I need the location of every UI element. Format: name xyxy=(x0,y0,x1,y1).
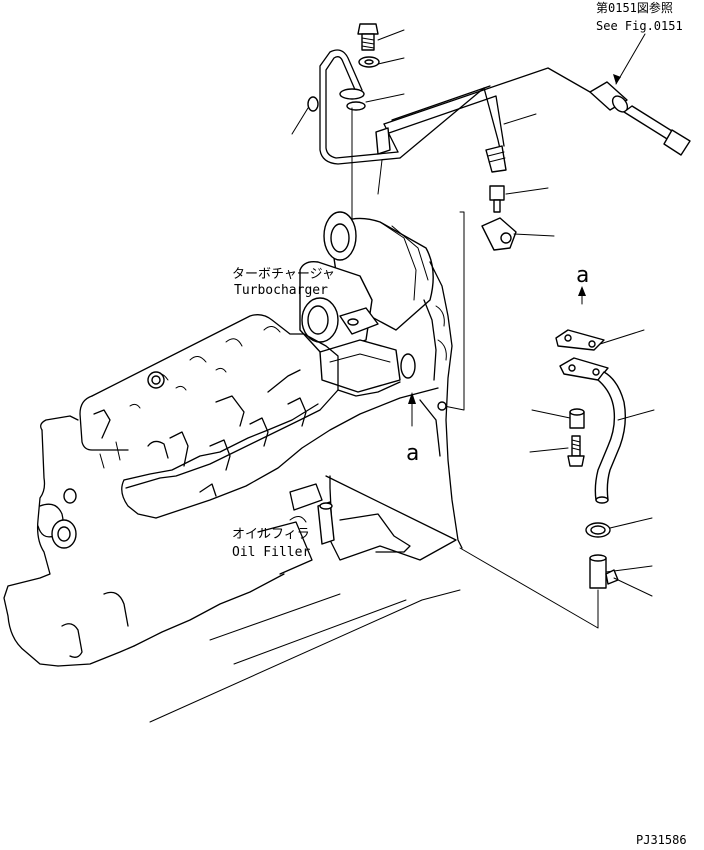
reference-en: See Fig.0151 xyxy=(596,19,683,33)
connector xyxy=(489,185,549,213)
view-a-label-engine: a xyxy=(406,441,419,466)
engine-block xyxy=(3,261,599,723)
spacer-collar xyxy=(531,408,585,429)
turbocharger-label-en: Turbocharger xyxy=(234,283,328,298)
banjo-bolt xyxy=(357,23,379,51)
banjo-fitting xyxy=(339,88,365,100)
reference-arrowhead xyxy=(613,74,621,84)
oil-filler-label-en: Oil Filler xyxy=(232,545,310,560)
view-a-arrow-detail xyxy=(578,286,586,296)
guide-line-lower xyxy=(149,589,461,723)
oil-filler-label-jp: オイルフィラ xyxy=(232,527,310,542)
washer-lower xyxy=(346,101,366,111)
adapter-block xyxy=(481,217,555,251)
oil-inlet-pipe xyxy=(319,49,591,173)
drain-tube xyxy=(589,554,653,597)
washer-side xyxy=(307,96,319,112)
reference-leader xyxy=(615,33,646,85)
drain-bolt xyxy=(529,435,585,467)
drain-flange xyxy=(559,357,609,381)
drawing-number: PJ31586 xyxy=(636,833,687,847)
drain-gasket xyxy=(555,329,645,351)
turbocharger-label-jp: ターボチャージャ xyxy=(232,267,335,282)
view-a-arrow-engine xyxy=(408,392,416,404)
hose-clamp xyxy=(585,517,653,538)
ref-sleeve-bolt xyxy=(589,81,691,156)
reference-jp: 第0151図参照 xyxy=(596,0,673,15)
turbocharger xyxy=(299,211,447,411)
drain-hose xyxy=(594,371,655,504)
view-a-label-detail: a xyxy=(576,263,589,288)
